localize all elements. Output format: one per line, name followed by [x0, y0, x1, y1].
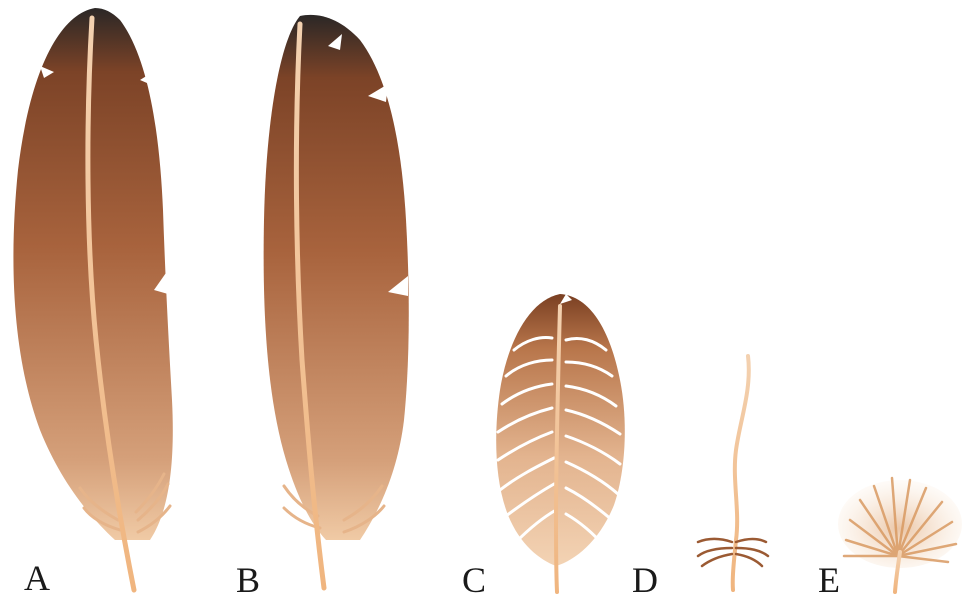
- feather-label-a: A: [24, 560, 50, 596]
- feather-c: [496, 294, 625, 592]
- feather-d: [698, 356, 768, 590]
- feather-a: [13, 8, 172, 590]
- feather-label-c: C: [462, 562, 486, 598]
- feather-b: [264, 15, 409, 588]
- feather-label-b: B: [236, 562, 260, 598]
- feather-b-vane: [264, 15, 409, 540]
- feather-label-e: E: [818, 562, 840, 598]
- feather-label-d: D: [632, 562, 658, 598]
- feather-e: [838, 478, 962, 592]
